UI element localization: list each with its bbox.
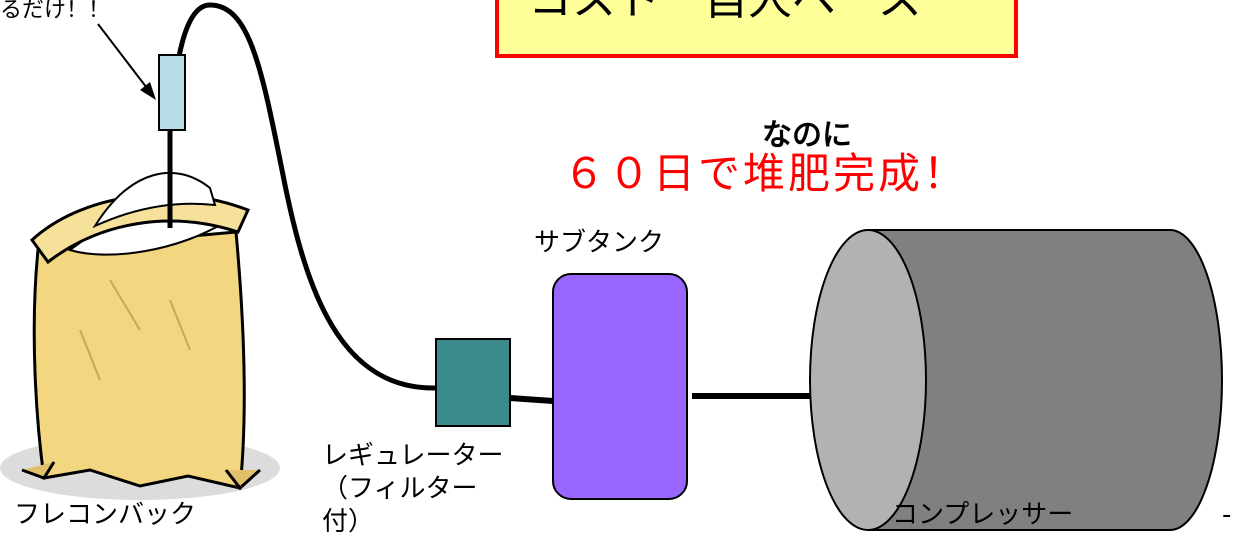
hose-regulator-to-tank: [509, 395, 554, 404]
compressor-label: コンプレッサー: [892, 500, 1074, 530]
compressor-face: [809, 229, 927, 531]
regulator-label: レギュレーター （フィルター 付）: [322, 440, 503, 539]
regulator-label-line3: 付）: [322, 507, 375, 537]
bag-fold-line: [79, 279, 191, 381]
banner-text: コスト 自人ベース: [528, 0, 922, 25]
pointer-arrow-head: [140, 82, 156, 100]
regulator-label-line2: （フィルター: [322, 474, 478, 504]
bag-rim: [29, 193, 251, 265]
bag-fill-mound: [92, 172, 217, 229]
sixty-days-headline: ６０日で堆肥完成！: [563, 149, 969, 198]
regulator-label-line1: レギュレーター: [322, 441, 504, 471]
air-hose: [167, 2, 437, 391]
banner-box: [495, 0, 1018, 58]
bag-bottom-corner-left: [21, 461, 56, 480]
top-left-caption: るだけ！！: [0, 0, 111, 23]
subtank-label: サブタンク: [534, 228, 665, 258]
probe-sensor: [158, 54, 186, 131]
subtank-box: [552, 273, 688, 500]
regulator-box: [435, 338, 511, 427]
compressor-body: [867, 229, 1223, 531]
bag-bottom-corner-right: [224, 468, 262, 491]
pointer-arrow-line: [97, 23, 151, 93]
cost-banner: コスト 自人ベース: [495, 0, 1018, 58]
bag-body: [32, 230, 246, 490]
compressor: [809, 229, 1223, 531]
edge-dash: -: [1222, 500, 1232, 530]
nanoni-text: なのに: [762, 118, 852, 153]
flecon-bag-label: フレコンバック: [14, 500, 197, 530]
flecon-bag: [21, 172, 262, 491]
